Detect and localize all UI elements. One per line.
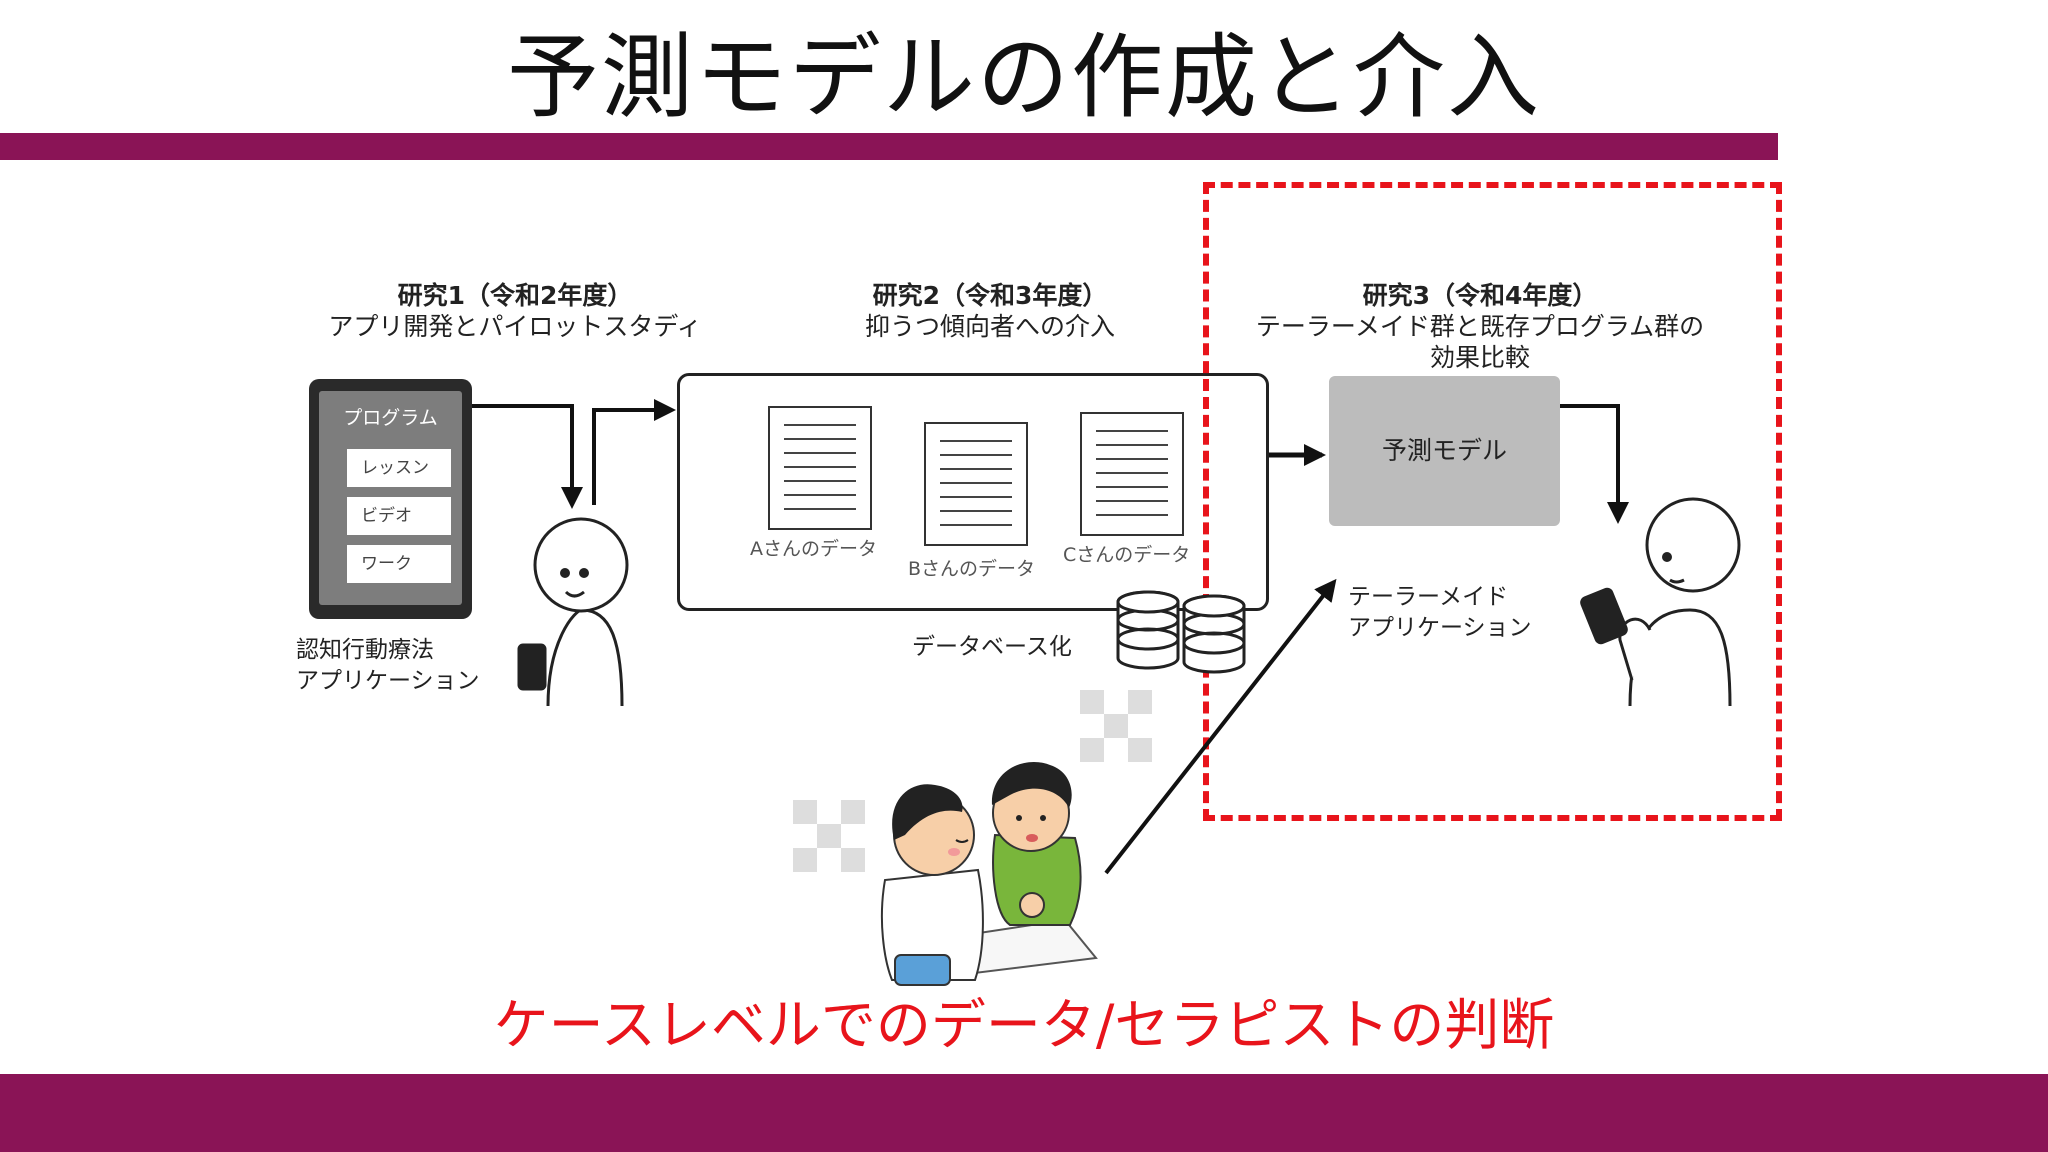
study1-caption-line2: アプリケーション (296, 668, 480, 694)
study2-heading: 研究2（令和3年度） (872, 281, 1108, 310)
study3-subtitle-line2: 効果比較 (1429, 343, 1530, 372)
study3-highlight-frame (1203, 182, 1782, 821)
study2-heading-block: 研究2（令和3年度） 抑うつ傾向者への介入 (780, 280, 1200, 342)
document-icon-b (924, 422, 1028, 546)
study3-heading-block: 研究3（令和4年度） テーラーメイド群と既存プログラム群の 効果比較 (1210, 280, 1750, 373)
study1-heading: 研究1（令和2年度） (397, 281, 633, 310)
watermark-pattern-left (793, 800, 865, 872)
arrow-model-to-user3 (1560, 404, 1629, 524)
study1-caption: 認知行動療法 アプリケーション (296, 635, 480, 697)
tailormade-app-label-line2: アプリケーション (1348, 615, 1532, 641)
person-icon-study3 (1580, 497, 1741, 707)
tablet-menu-video: ビデオ (347, 497, 451, 535)
therapist-client-illustration (880, 761, 1098, 986)
prediction-model-box: 予測モデル (1329, 376, 1560, 526)
study2-subtitle: 抑うつ傾向者への介入 (864, 312, 1115, 341)
tablet-menu-lesson: レッスン (347, 449, 451, 487)
study1-subtitle: アプリ開発とパイロットスタディ (328, 312, 702, 341)
tablet-screen: プログラム レッスン ビデオ ワーク (319, 391, 462, 605)
tablet-menu-work: ワーク (347, 545, 451, 583)
title-underline-bar (0, 133, 1778, 160)
slide-title: 予測モデルの作成と介入 (506, 24, 1541, 131)
database-icon (1116, 590, 1246, 674)
conclusion-text: ケースレベルでのデータ/セラピストの判断 (493, 993, 1555, 1057)
study3-subtitle-line1: テーラーメイド群と既存プログラム群の (1255, 312, 1705, 341)
tablet-app-illustration: プログラム レッスン ビデオ ワーク (309, 379, 472, 619)
arrow-user1-to-study2 (592, 399, 676, 505)
tailormade-app-label-line1: テーラーメイド (1348, 584, 1509, 610)
document-label-b: Bさんのデータ (908, 558, 1036, 580)
watermark-pattern-right (1080, 690, 1152, 762)
tailormade-app-label: テーラーメイド アプリケーション (1348, 582, 1532, 644)
document-icon-c (1080, 412, 1184, 536)
study3-heading: 研究3（令和4年度） (1362, 281, 1598, 310)
footer-bar (0, 1074, 2048, 1152)
study1-caption-line1: 認知行動療法 (296, 637, 434, 663)
arrow-therapist-to-app (1104, 578, 1337, 875)
document-icon-a (768, 406, 872, 530)
document-label-c: Cさんのデータ (1063, 544, 1191, 566)
arrow-tablet-to-user1 (472, 404, 583, 509)
database-label: データベース化 (912, 634, 1072, 660)
document-label-a: Aさんのデータ (750, 538, 877, 560)
person-icon-study1 (517, 517, 629, 707)
tablet-program-title: プログラム (343, 407, 438, 429)
study1-heading-block: 研究1（令和2年度） アプリ開発とパイロットスタディ (270, 280, 760, 342)
participant-data-box: Aさんのデータ Bさんのデータ Cさんのデータ (677, 373, 1269, 611)
